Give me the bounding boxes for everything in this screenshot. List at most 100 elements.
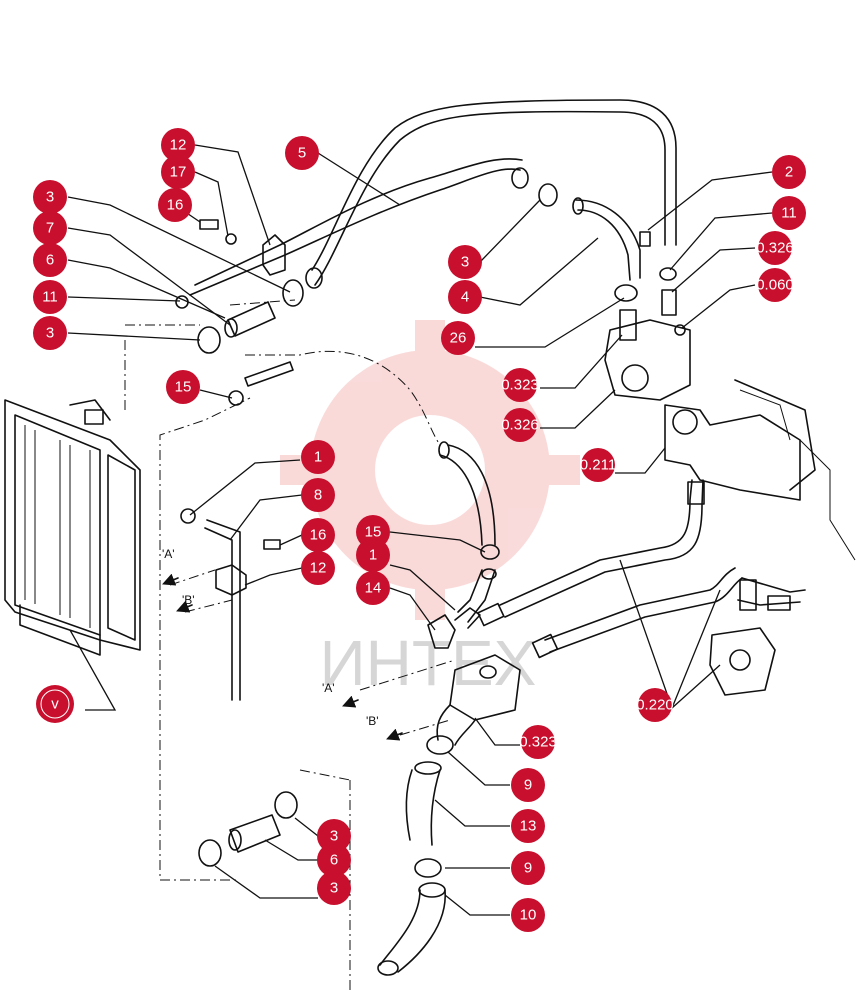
callout-10[interactable]: 10 <box>511 898 545 932</box>
thermostat-housing <box>604 231 691 401</box>
svg-text:2: 2 <box>785 164 793 181</box>
svg-text:17: 17 <box>170 164 187 181</box>
svg-text:9: 9 <box>524 860 532 877</box>
pump-housing <box>664 379 856 561</box>
svg-text:0.326: 0.326 <box>501 417 539 434</box>
svg-text:v: v <box>51 696 59 713</box>
svg-text:6: 6 <box>46 252 54 269</box>
callout-11-right[interactable]: 11 <box>772 196 806 230</box>
svg-text:5: 5 <box>298 145 306 162</box>
view-label-b2: 'B' <box>366 714 379 728</box>
tube-15-upper <box>244 361 294 387</box>
callout-0060[interactable]: 0.060 <box>756 268 794 302</box>
svg-text:3: 3 <box>46 325 54 342</box>
svg-text:0.220: 0.220 <box>636 697 674 714</box>
svg-text:0.060: 0.060 <box>756 277 794 294</box>
hose-4 <box>572 197 641 281</box>
svg-text:3: 3 <box>330 828 338 845</box>
callout-3-c[interactable]: 3 <box>448 245 482 279</box>
callout-6-lower[interactable]: 6 <box>317 843 351 877</box>
svg-text:1: 1 <box>314 449 322 466</box>
callout-0323-upper[interactable]: 0.323 <box>501 368 539 402</box>
flange-right <box>709 627 776 696</box>
callout-0211[interactable]: 0.211 <box>580 448 616 482</box>
callout-5[interactable]: 5 <box>285 136 319 170</box>
callout-0326-lower[interactable]: 0.326 <box>501 408 539 442</box>
callout-9-lower[interactable]: 9 <box>511 851 545 885</box>
svg-text:16: 16 <box>167 197 184 214</box>
sleeve-6-upper <box>224 301 276 338</box>
callout-17[interactable]: 17 <box>161 155 195 189</box>
callout-4[interactable]: 4 <box>448 280 482 314</box>
callout-3-a[interactable]: 3 <box>33 180 67 214</box>
callout-0326-upper[interactable]: 0.326 <box>756 231 794 265</box>
hose-5 <box>305 99 677 289</box>
svg-text:3: 3 <box>46 189 54 206</box>
callout-2[interactable]: 2 <box>772 155 806 189</box>
svg-text:7: 7 <box>46 220 54 237</box>
hose-upper-right <box>438 441 497 623</box>
svg-text:14: 14 <box>365 580 382 597</box>
svg-text:10: 10 <box>520 907 537 924</box>
callout-8[interactable]: 8 <box>301 478 335 512</box>
callout-1-upper[interactable]: 1 <box>301 440 335 474</box>
hose-10 <box>377 882 446 976</box>
callout-11-left[interactable]: 11 <box>33 280 67 314</box>
callout-16-upper[interactable]: 16 <box>158 188 192 222</box>
view-label-a1: 'A' <box>162 547 175 561</box>
callout-12-upper[interactable]: 12 <box>161 128 195 162</box>
screw-16-upper <box>199 219 237 245</box>
view-label-a2: 'A' <box>322 681 335 695</box>
callout-15-upper[interactable]: 15 <box>166 370 200 404</box>
view-arrows <box>162 573 403 741</box>
svg-text:8: 8 <box>314 487 322 504</box>
elbow-fitting-14 <box>427 607 481 649</box>
callout-3-e[interactable]: 3 <box>317 871 351 905</box>
callout-26[interactable]: 26 <box>441 321 475 355</box>
callout-13[interactable]: 13 <box>511 809 545 843</box>
svg-text:13: 13 <box>520 818 537 835</box>
callout-12-lower[interactable]: 12 <box>301 551 335 585</box>
hose-13 <box>405 761 442 846</box>
callout-1-lower[interactable]: 1 <box>356 538 390 572</box>
callout-7[interactable]: 7 <box>33 211 67 245</box>
clamp-12-upper <box>262 234 286 276</box>
callout-0323-lower[interactable]: 0.323 <box>519 725 557 759</box>
svg-text:1: 1 <box>369 547 377 564</box>
view-label-b1: 'B' <box>182 593 195 607</box>
pipes-0220 <box>499 479 806 653</box>
svg-text:12: 12 <box>170 137 187 154</box>
callout-v[interactable]: v <box>36 685 74 723</box>
radiator <box>4 399 141 656</box>
callout-0220[interactable]: 0.220 <box>636 688 674 722</box>
svg-text:11: 11 <box>42 289 58 306</box>
svg-text:6: 6 <box>330 852 338 869</box>
clamps <box>175 183 677 878</box>
alignment-lines <box>124 299 456 990</box>
flange-0323-lower <box>436 654 521 746</box>
callout-9-upper[interactable]: 9 <box>511 768 545 802</box>
svg-text:0.211: 0.211 <box>580 457 616 474</box>
svg-text:11: 11 <box>781 205 797 222</box>
watermark-text: ИНТЕХ <box>320 627 537 699</box>
svg-text:15: 15 <box>175 379 192 396</box>
sleeve-6-lower <box>228 814 281 853</box>
pipe-fittings <box>477 481 791 659</box>
callout-3-d[interactable]: 3 <box>317 819 351 853</box>
callout-3-b[interactable]: 3 <box>33 316 67 350</box>
svg-text:0.323: 0.323 <box>501 377 539 394</box>
svg-text:0.326: 0.326 <box>756 240 794 257</box>
callout-6-upper[interactable]: 6 <box>33 243 67 277</box>
svg-text:9: 9 <box>524 777 532 794</box>
callout-16-lower[interactable]: 16 <box>301 518 335 552</box>
svg-text:0.323: 0.323 <box>519 734 557 751</box>
drain-pipe-8 <box>204 519 281 701</box>
upper-hose <box>189 158 529 296</box>
svg-text:16: 16 <box>310 527 327 544</box>
leader-lines <box>67 144 773 916</box>
svg-text:15: 15 <box>365 524 382 541</box>
svg-text:3: 3 <box>461 254 469 271</box>
svg-text:3: 3 <box>330 880 338 897</box>
callout-14[interactable]: 14 <box>356 571 390 605</box>
